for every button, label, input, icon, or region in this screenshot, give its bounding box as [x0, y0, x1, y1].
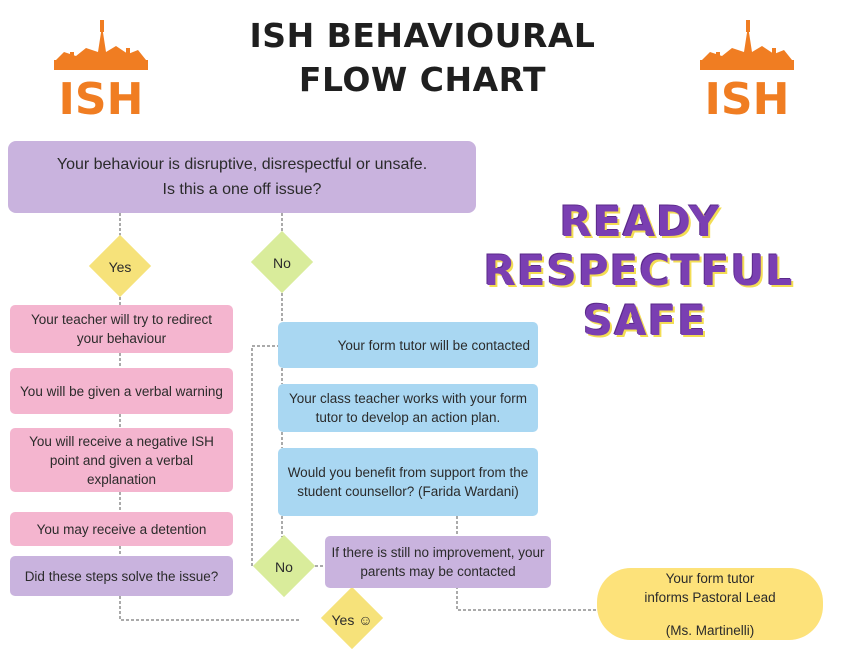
- step-negative-point: You will receive a negative ISH point an…: [10, 428, 233, 492]
- step-counsellor-question: Would you benefit from support from the …: [278, 448, 538, 516]
- logo-text: ISH: [59, 74, 144, 118]
- step-solved-question: Did these steps solve the issue?: [10, 556, 233, 596]
- step-parents-contacted: If there is still no improvement, your p…: [325, 536, 551, 588]
- castle-icon: ISH: [54, 20, 148, 125]
- start-question-line-2: Is this a one off issue?: [162, 181, 322, 198]
- title-line-2: FLOW CHART: [298, 60, 547, 99]
- title-line-1: ISH BEHAVIOURAL: [249, 16, 596, 55]
- logo-text: ISH: [705, 74, 790, 118]
- motto-safe: SAFE: [582, 296, 708, 345]
- yes-label: Yes: [108, 259, 132, 275]
- step-detention: You may receive a detention: [10, 512, 233, 546]
- pastoral-line-2: informs Pastoral Lead: [644, 589, 776, 605]
- no-label-2: No: [275, 559, 293, 575]
- ish-logo-right: ISH: [692, 16, 802, 125]
- motto-ready: READY: [559, 197, 721, 246]
- start-question-box: Your behaviour is disruptive, disrespect…: [8, 141, 476, 213]
- pastoral-line-3: (Ms. Martinelli): [665, 622, 755, 638]
- motto-respectful: RESPECTFUL: [483, 246, 794, 295]
- step-redirect: Your teacher will try to redirect your b…: [10, 305, 233, 353]
- start-question-line-1: Your behaviour is disruptive, disrespect…: [56, 156, 428, 173]
- pastoral-lead-box: Your form tutor informs Pastoral Lead (M…: [597, 568, 823, 640]
- page-title: ISH BEHAVIOURAL FLOW CHART: [200, 14, 645, 102]
- castle-icon: ISH: [700, 20, 794, 125]
- step-verbal-warning: You will be given a verbal warning: [10, 368, 233, 414]
- pastoral-line-1: Your form tutor: [665, 570, 755, 586]
- ish-logo-left: ISH: [46, 16, 156, 125]
- no-label: No: [273, 255, 291, 271]
- step-action-plan: Your class teacher works with your form …: [278, 384, 538, 432]
- step-form-tutor-contacted: Your form tutor will be contacted: [278, 322, 538, 368]
- yes-end-label: Yes ☺: [331, 612, 373, 628]
